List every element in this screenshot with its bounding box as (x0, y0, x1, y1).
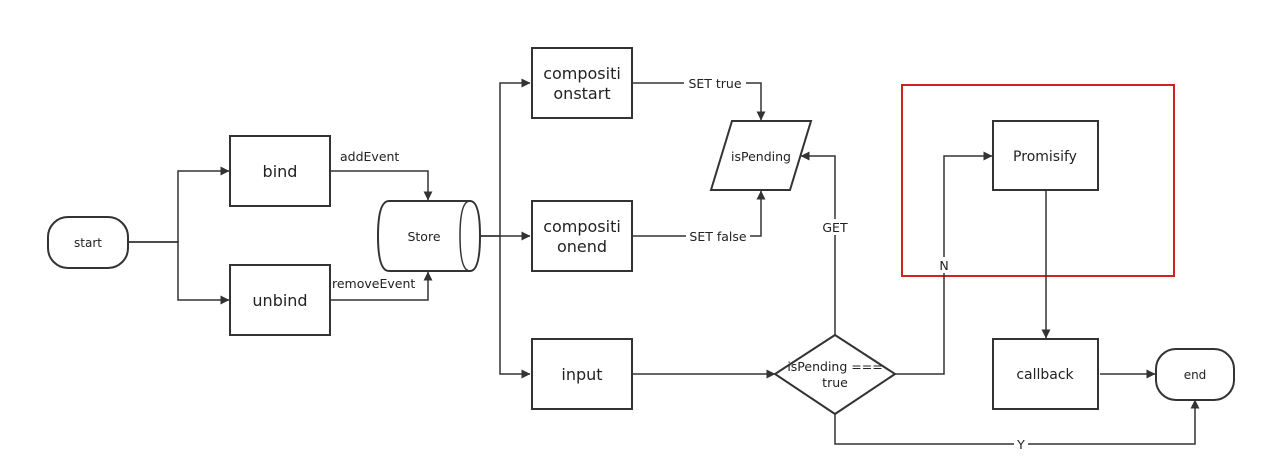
edge-label-get: GET (822, 220, 848, 235)
node-unbind: unbind (229, 264, 331, 336)
edge-label-bg (937, 257, 951, 273)
node-unbind-label: unbind (252, 291, 307, 310)
edge-start-bind (128, 166, 230, 243)
edge-unbind-store (331, 271, 433, 301)
edge-compositionend-ispending (633, 190, 766, 237)
edge-start-unbind (128, 241, 230, 305)
edge-compositionstart-ispending (633, 82, 766, 121)
edge-decision-ispending (800, 151, 836, 335)
highlight-frame (901, 84, 1175, 277)
node-start-label: start (74, 236, 102, 250)
node-bind: bind (229, 135, 331, 207)
edge-label-set-false: SET false (689, 229, 746, 244)
edge-label-bg (819, 219, 851, 235)
node-compositionstart: compositi onstart (531, 47, 633, 119)
node-compositionend-label-line1: compositi (543, 217, 621, 236)
edge-label-no: N (939, 258, 948, 273)
node-compositionend: compositi onend (531, 200, 633, 272)
node-compositionend-label-line2: onend (557, 237, 607, 256)
node-store-label: Store (407, 229, 440, 244)
node-compositionstart-label-line1: compositi (543, 64, 621, 83)
node-decision-label-line2: true (822, 375, 848, 390)
edge-store-compositionstart (470, 78, 531, 237)
edge-store-input (499, 236, 531, 379)
node-compositionstart-label-line2: onstart (553, 84, 610, 103)
edge-label-bg (1014, 436, 1028, 452)
edge-label-removeevent: removeEvent (332, 276, 415, 291)
node-end-label: end (1184, 368, 1207, 382)
node-promisify-label: Promisify (1013, 149, 1077, 165)
node-callback-label: callback (1016, 367, 1074, 383)
edge-label-addevent: addEvent (340, 149, 399, 164)
edge-label-bg (684, 75, 746, 91)
edge-label-yes: Y (1016, 437, 1025, 452)
node-start: start (47, 216, 129, 269)
node-callback: callback (992, 338, 1099, 410)
edge-label-set-true: SET true (688, 76, 741, 91)
node-decision: isPending === true (773, 333, 897, 416)
node-ispending: isPending (709, 120, 813, 191)
edge-bind-store (331, 170, 433, 201)
node-decision-label-line1: isPending === (787, 359, 882, 374)
node-input-label: input (561, 365, 602, 384)
node-bind-label: bind (263, 162, 298, 181)
node-store: Store (376, 200, 482, 272)
node-promisify: Promisify (992, 120, 1099, 191)
node-ispending-label: isPending (731, 149, 791, 164)
node-end: end (1155, 348, 1235, 401)
edge-label-bg (686, 228, 750, 244)
node-input: input (531, 338, 633, 410)
